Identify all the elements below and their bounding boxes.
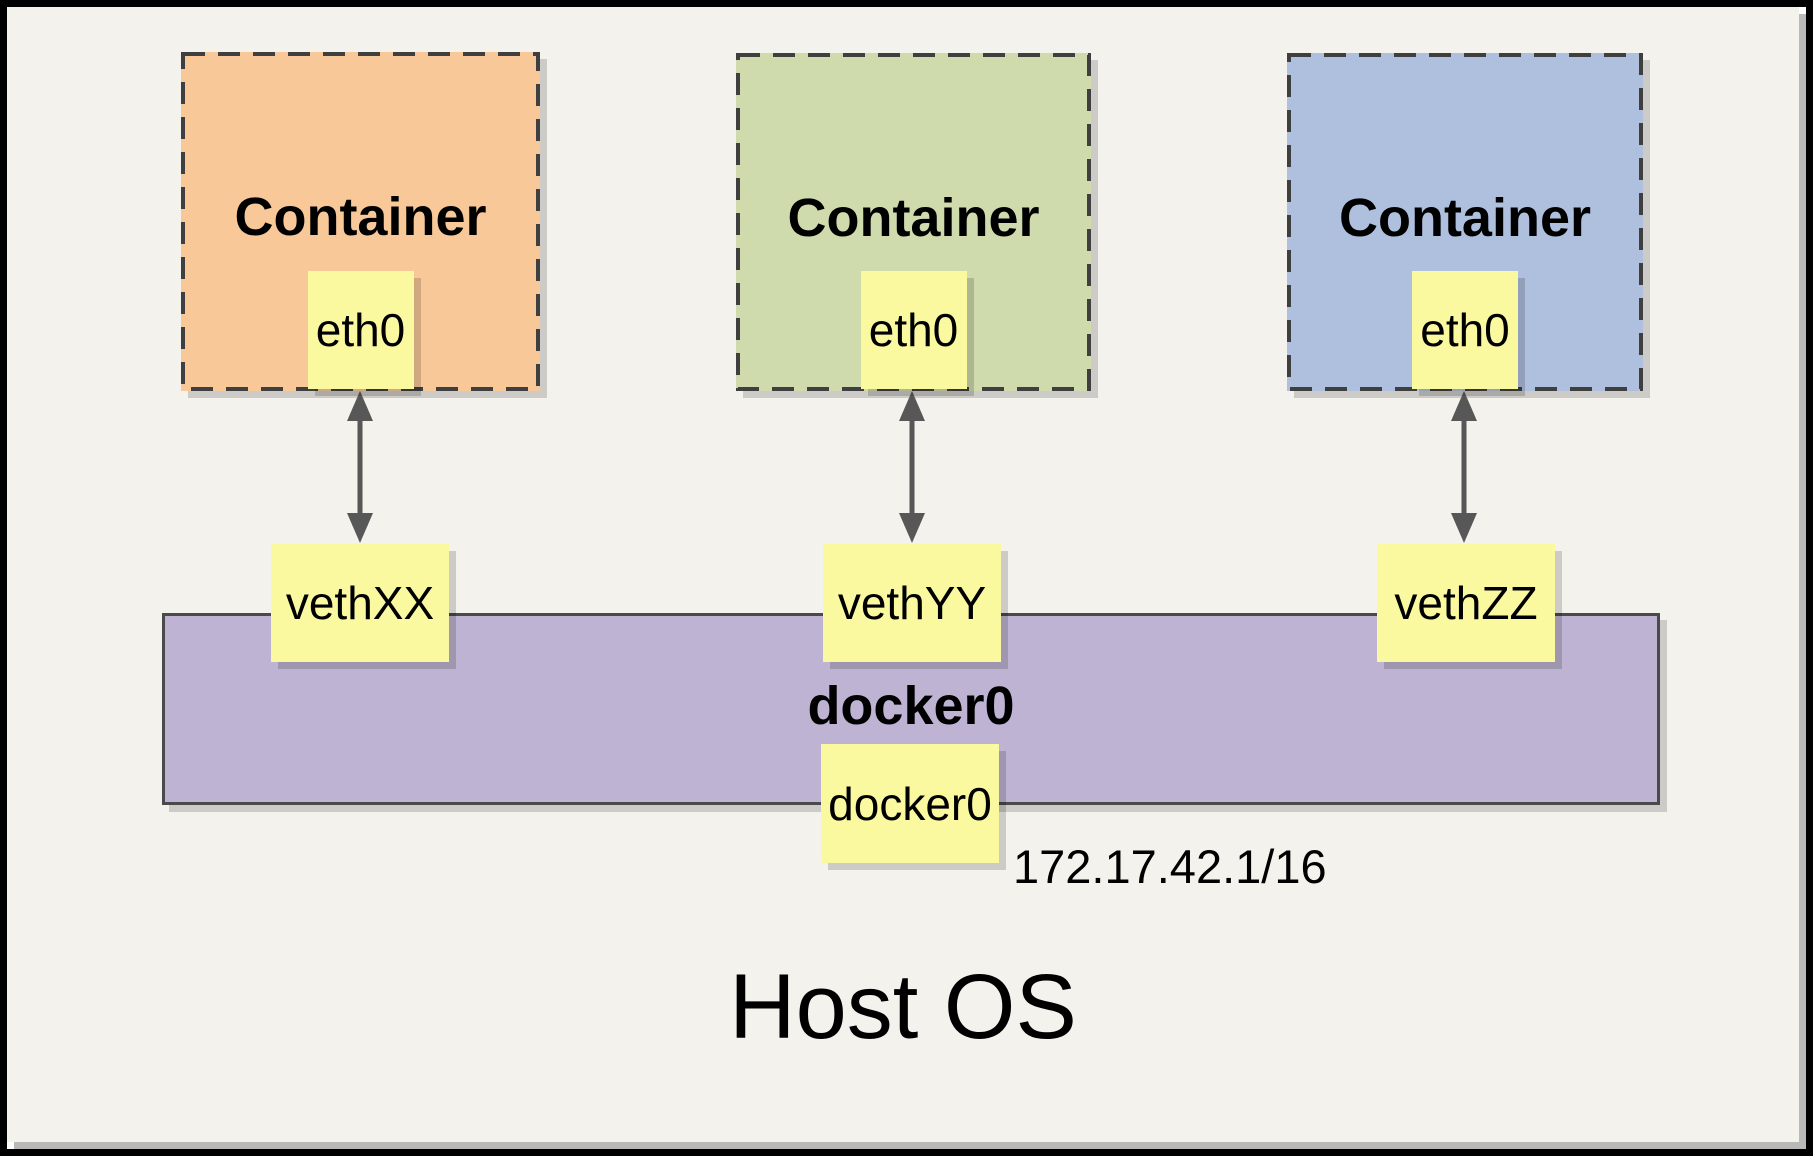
veth-label: vethXX: [285, 577, 435, 629]
docker0-interface-box: docker0: [821, 744, 999, 863]
dashed-border: [181, 52, 540, 391]
host-os-label: Host OS: [729, 956, 1077, 1058]
container-box-3: Container eth0: [1287, 53, 1643, 391]
bridge-ip-address: 172.17.42.1/16: [1013, 840, 1327, 893]
docker0-bridge-title: docker0: [807, 676, 1015, 736]
bidirectional-arrow-icon: [347, 391, 373, 543]
eth0-interface-box: eth0: [1412, 271, 1518, 389]
veth-label: vethYY: [837, 577, 987, 629]
dashed-border: [736, 53, 1091, 391]
diagram-canvas: Container eth0 Container eth0 Container …: [7, 7, 1799, 1142]
eth0-interface-box: eth0: [307, 271, 414, 389]
veth-interface-box: vethYY: [823, 544, 1001, 662]
container-box-1: Container eth0: [181, 52, 540, 391]
veth-interface-box: vethZZ: [1377, 544, 1555, 662]
dashed-border: [1287, 53, 1643, 391]
container-title: Container: [234, 187, 487, 247]
veth-label: vethZZ: [1394, 577, 1538, 629]
container-box-2: Container eth0: [736, 53, 1091, 391]
eth0-label: eth0: [315, 304, 406, 356]
bidirectional-arrow-icon: [899, 391, 925, 543]
eth0-label: eth0: [868, 304, 959, 356]
container-title: Container: [1338, 188, 1592, 248]
eth0-label: eth0: [1420, 304, 1510, 356]
veth-interface-box: vethXX: [271, 544, 449, 662]
container-title: Container: [787, 188, 1040, 248]
docker0-interface-label: docker0: [828, 777, 992, 830]
bidirectional-arrow-icon: [1451, 391, 1477, 543]
eth0-interface-box: eth0: [860, 271, 967, 389]
